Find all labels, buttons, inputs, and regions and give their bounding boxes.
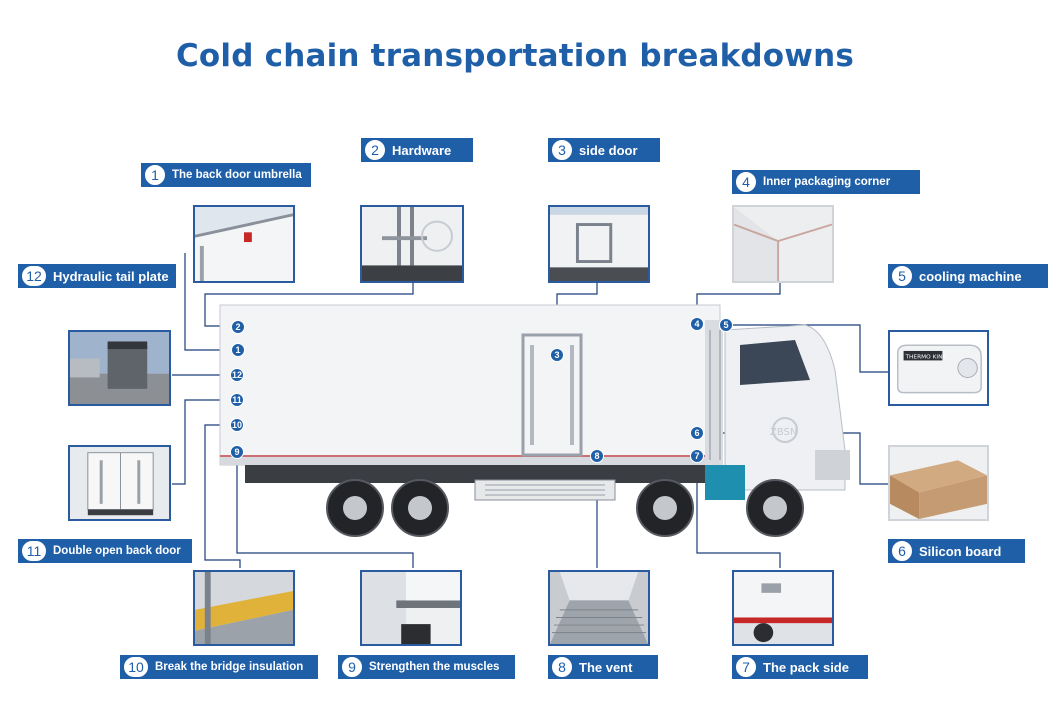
truck-pin: 11 — [230, 393, 244, 407]
photo-hydraulic-tail-plate — [68, 330, 171, 406]
number-badge: 8 — [551, 656, 573, 678]
number-badge: 4 — [735, 171, 757, 193]
number-badge: 11 — [21, 540, 47, 562]
photo-silicon-board — [888, 445, 989, 521]
photo-double-open-back-door — [68, 445, 171, 521]
truck-pin: 5 — [719, 318, 733, 332]
page-title: Cold chain transportation breakdowns — [175, 38, 855, 74]
photo-break-bridge-insulation — [193, 570, 295, 646]
photo-vent — [548, 570, 650, 646]
photo-pack-side — [732, 570, 834, 646]
number-badge: 10 — [123, 656, 149, 678]
refrigerated-truck-illustration: ZBSN — [219, 304, 850, 537]
truck-pin: 1 — [231, 343, 245, 357]
callout-4-text: Inner packaging corner — [763, 176, 891, 188]
truck-pin: 12 — [230, 368, 244, 382]
number-badge: 5 — [891, 265, 913, 287]
photo-cooling-machine: THERMO KING — [888, 330, 989, 406]
truck-pin: 2 — [231, 320, 245, 334]
callout-11-text: Double open back door — [53, 545, 181, 557]
callout-1-text: The back door umbrella — [172, 169, 302, 181]
callout-6-text: Silicon board — [919, 543, 1002, 559]
photo-strengthen-muscles — [360, 570, 462, 646]
callout-10-text: Break the bridge insulation — [155, 661, 304, 673]
callout-2-label: 2 Hardware — [361, 138, 473, 162]
truck-pin: 9 — [230, 445, 244, 459]
number-badge: 3 — [551, 139, 573, 161]
callout-5-text: cooling machine — [919, 268, 1022, 284]
callout-7-label: 7 The pack side — [732, 655, 868, 679]
truck-pin: 8 — [590, 449, 604, 463]
callout-1-label: 1 The back door umbrella — [141, 163, 311, 187]
callout-9-label: 9 Strengthen the muscles — [338, 655, 515, 679]
number-badge: 9 — [341, 656, 363, 678]
callout-2-text: Hardware — [392, 142, 452, 158]
truck-pin: 3 — [550, 348, 564, 362]
callout-3-label: 3 side door — [548, 138, 660, 162]
callout-8-label: 8 The vent — [548, 655, 658, 679]
truck-pin: 4 — [690, 317, 704, 331]
cooling-unit-brand: THERMO KING — [905, 355, 948, 361]
callout-12-text: Hydraulic tail plate — [53, 268, 169, 284]
photo-side-door — [548, 205, 650, 283]
callout-5-label: 5 cooling machine — [888, 264, 1048, 288]
callout-4-label: 4 Inner packaging corner — [732, 170, 920, 194]
number-badge: 12 — [21, 265, 47, 287]
number-badge: 2 — [364, 139, 386, 161]
truck-watermark: ZBSN — [770, 427, 797, 438]
photo-inner-packaging-corner — [732, 205, 834, 283]
callout-9-text: Strengthen the muscles — [369, 661, 500, 673]
truck-pin: 6 — [690, 426, 704, 440]
callout-10-label: 10 Break the bridge insulation — [120, 655, 318, 679]
number-badge: 1 — [144, 164, 166, 186]
photo-hardware — [360, 205, 464, 283]
number-badge: 6 — [891, 540, 913, 562]
callout-12-label: 12 Hydraulic tail plate — [18, 264, 176, 288]
callout-6-label: 6 Silicon board — [888, 539, 1025, 563]
photo-back-door-umbrella — [193, 205, 295, 283]
callout-3-text: side door — [579, 142, 638, 158]
callout-7-text: The pack side — [763, 659, 849, 675]
callout-11-label: 11 Double open back door — [18, 539, 192, 563]
callout-8-text: The vent — [579, 659, 633, 675]
truck-pin: 10 — [230, 418, 244, 432]
number-badge: 7 — [735, 656, 757, 678]
truck-pin: 7 — [690, 449, 704, 463]
